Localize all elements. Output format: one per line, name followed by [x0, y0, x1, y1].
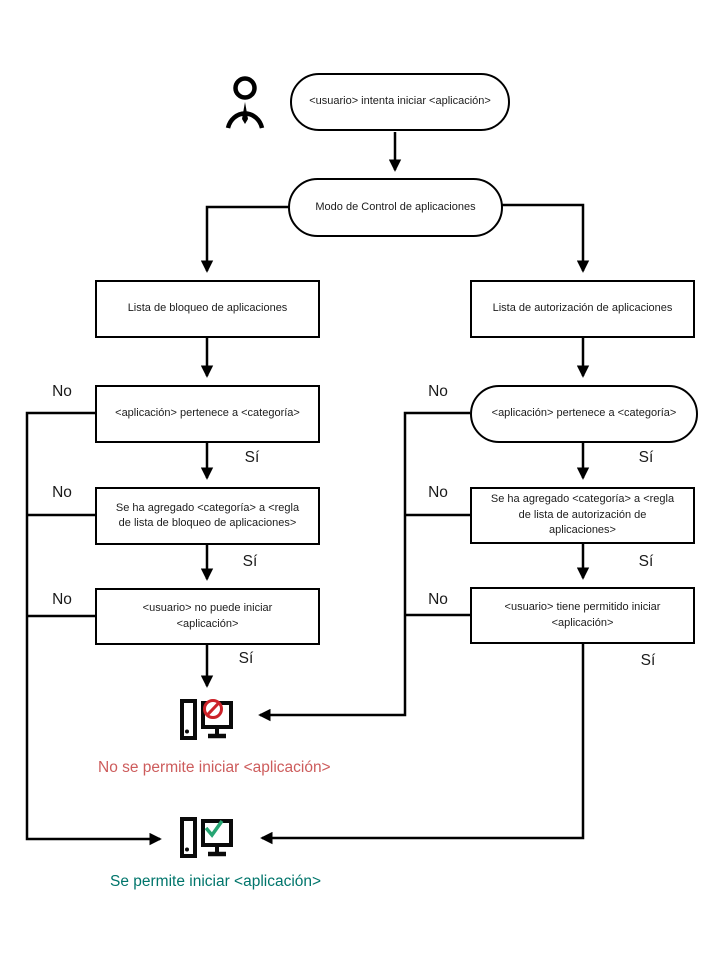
node-start: <usuario> intenta iniciar <aplicación>	[290, 73, 510, 131]
label-no-right-1: No	[428, 383, 448, 400]
node-allow-user-result: <usuario> tiene permitido iniciar <aplic…	[470, 587, 695, 644]
allowed-outcome-text: Se permite iniciar <aplicación>	[110, 873, 322, 890]
prohibition-icon	[203, 699, 223, 719]
label-yes-left-1: Sí	[244, 449, 260, 466]
node-control-mode: Modo de Control de aplicaciones	[288, 178, 503, 237]
label-yes-right-3: Sí	[640, 652, 656, 669]
computer-blocked-icon	[180, 699, 233, 740]
label-no-left-2: No	[52, 484, 72, 501]
node-allow-category-check: <aplicación> pertenece a <categoría>	[470, 385, 698, 443]
label-no-right-3: No	[428, 591, 448, 608]
connector-right-no-rail-to-blocked	[258, 411, 470, 722]
node-deny-user-result: <usuario> no puede iniciar <aplicación>	[95, 588, 320, 645]
label-yes-left-3: Sí	[238, 650, 254, 667]
label-yes-right-2: Sí	[638, 553, 654, 570]
user-icon	[225, 76, 265, 129]
blocked-outcome-text: No se permite iniciar <aplicación>	[98, 759, 331, 776]
label-no-right-2: No	[428, 484, 448, 501]
label-yes-right-1: Sí	[638, 449, 654, 466]
label-no-left-1: No	[52, 383, 72, 400]
label-no-left-3: No	[52, 591, 72, 608]
connector-allowuser-yes-to-allowed	[260, 643, 585, 845]
connector-left-no-rail-to-allowed	[25, 411, 162, 846]
computer-allowed-icon	[180, 817, 233, 858]
node-allow-rule-check: Se ha agregado <categoría> a <regla de l…	[470, 487, 695, 544]
node-deny-category-check: <aplicación> pertenece a <categoría>	[95, 385, 320, 443]
node-deny-rule-check: Se ha agregado <categoría> a <regla de l…	[95, 487, 320, 545]
node-allowlist: Lista de autorización de aplicaciones	[470, 280, 695, 338]
connector-mode-to-allowlist	[502, 203, 590, 273]
node-denylist: Lista de bloqueo de aplicaciones	[95, 280, 320, 338]
label-yes-left-2: Sí	[242, 553, 258, 570]
checkmark-icon	[204, 819, 224, 838]
connector-mode-to-denylist	[200, 205, 289, 273]
